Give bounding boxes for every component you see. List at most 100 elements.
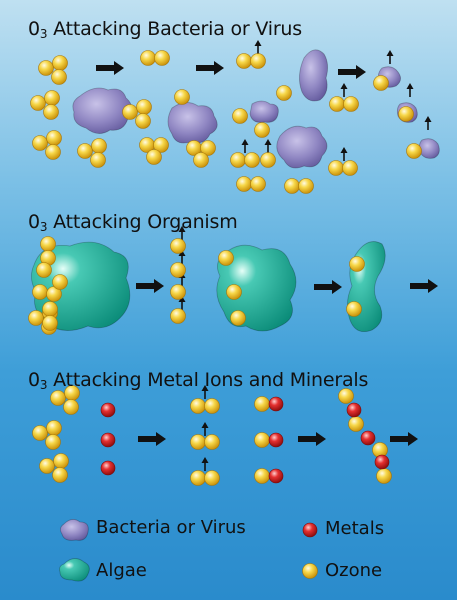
legend-bacteria-swatch	[60, 519, 89, 541]
ozone-atom	[349, 256, 365, 272]
ozone-atom	[140, 50, 156, 66]
legend-algae-swatch	[59, 558, 90, 582]
ozone-atom	[254, 468, 270, 484]
release-arrow-head	[178, 226, 186, 232]
metal-ion-layer	[100, 396, 390, 538]
ozone-atom	[226, 284, 242, 300]
ozone-atom	[90, 152, 106, 168]
metal-ion	[268, 396, 284, 412]
legend-label-ozone: Ozone	[325, 560, 383, 581]
ozone-atom	[45, 144, 61, 160]
ozone-atom	[153, 137, 169, 153]
ozone-atom	[52, 55, 68, 71]
ozone-atom	[122, 104, 138, 120]
ozone-atom	[135, 113, 151, 129]
release-arrow-head	[178, 296, 186, 302]
ozone-atom	[328, 160, 344, 176]
ozone-atom-layer	[28, 50, 422, 579]
ozone-atom	[42, 301, 58, 317]
ozone-atom	[170, 284, 186, 300]
ozone-atom	[52, 274, 68, 290]
bacteria-cell	[167, 102, 218, 144]
ozone-atom	[190, 434, 206, 450]
ozone-atom	[204, 398, 220, 414]
ozone-atom	[346, 301, 362, 317]
ozone-atom	[343, 96, 359, 112]
process-arrow	[136, 279, 164, 293]
ozone-atom	[298, 178, 314, 194]
metal-ion	[100, 402, 116, 418]
ozone-atom	[50, 390, 66, 406]
metal-ion	[100, 432, 116, 448]
ozone-atom	[398, 106, 414, 122]
bacteria-cell	[72, 87, 132, 134]
release-arrow-head	[254, 40, 262, 46]
ozone-atom	[52, 467, 68, 483]
ozone-atom	[32, 425, 48, 441]
process-arrow	[138, 432, 166, 446]
ozone-atom	[254, 396, 270, 412]
section-title-bacteria: 03 Attacking Bacteria or Virus	[28, 18, 302, 41]
release-arrow-layer	[178, 40, 432, 471]
legend-label-bacteria: Bacteria or Virus	[96, 517, 246, 538]
ozone-atom	[63, 399, 79, 415]
ozone-atom	[204, 434, 220, 450]
release-arrow-head	[264, 139, 272, 145]
ozone-atom	[38, 60, 54, 76]
bacteria-cell	[276, 125, 328, 169]
ozone-atom	[329, 96, 345, 112]
ozone-atom	[193, 152, 209, 168]
process-arrow	[298, 432, 326, 446]
ozone-atom	[51, 69, 67, 85]
section-title-metals: 03 Attacking Metal Ions and Minerals	[28, 369, 369, 392]
metal-ion	[100, 460, 116, 476]
ozone-atom	[170, 308, 186, 324]
bacteria-cell	[249, 100, 279, 123]
arrow-layer	[96, 61, 438, 446]
release-arrow-head	[201, 457, 209, 463]
release-arrow-head	[340, 83, 348, 89]
process-arrow	[96, 61, 124, 75]
ozone-atom	[342, 160, 358, 176]
ozone-atom	[146, 149, 162, 165]
algae-cell	[347, 241, 386, 333]
ozone-atom	[43, 104, 59, 120]
process-arrow	[410, 279, 438, 293]
ozone-atom	[236, 53, 252, 69]
release-arrow-head	[386, 50, 394, 56]
ozone-atom	[45, 434, 61, 450]
ozone-atom	[302, 563, 318, 579]
ozone-atom	[174, 89, 190, 105]
algae-cell	[216, 244, 297, 332]
ozone-atom	[338, 388, 354, 404]
metal-ion	[360, 430, 376, 446]
ozone-atom	[77, 143, 93, 159]
ozone-atom	[218, 250, 234, 266]
ozone-atom	[46, 130, 62, 146]
ozone-atom	[42, 315, 58, 331]
legend-label-metals: Metals	[325, 518, 385, 539]
ozone-atom	[170, 238, 186, 254]
process-arrow	[314, 280, 342, 294]
release-arrow-head	[178, 250, 186, 256]
ozone-atom	[230, 310, 246, 326]
release-arrow-head	[241, 139, 249, 145]
ozone-atom	[204, 470, 220, 486]
process-arrow	[390, 432, 418, 446]
ozone-atom	[36, 262, 52, 278]
ozone-atom	[30, 95, 46, 111]
section-title-organism: 03 Attacking Organism	[28, 211, 238, 234]
release-arrow-head	[201, 385, 209, 391]
ozone-atom	[40, 236, 56, 252]
release-arrow-head	[406, 83, 414, 89]
ozone-atom	[32, 284, 48, 300]
ozone-atom	[250, 176, 266, 192]
metal-ion	[268, 468, 284, 484]
legend-label-algae: Algae	[96, 560, 147, 581]
ozone-atom	[348, 416, 364, 432]
ozone-atom	[244, 152, 260, 168]
ozone-atom	[28, 310, 44, 326]
ozone-atom	[46, 420, 62, 436]
process-arrow	[196, 61, 224, 75]
